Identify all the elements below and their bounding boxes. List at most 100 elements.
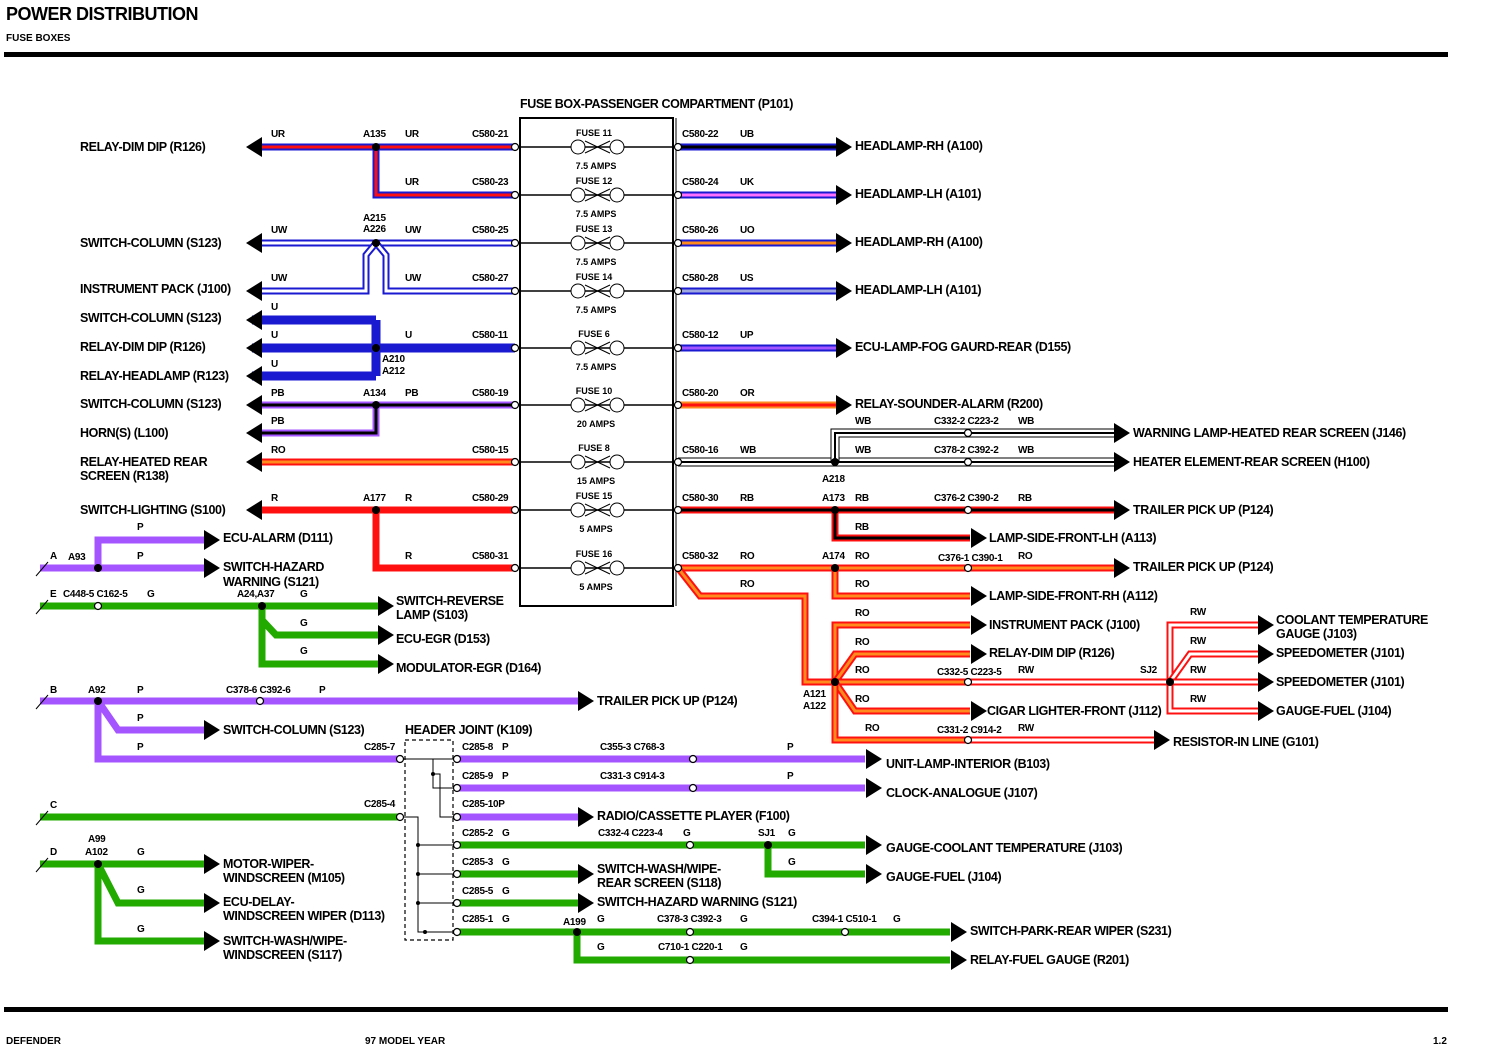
joint-dot-icon xyxy=(416,901,420,905)
component-label: WINDSCREEN (M105) xyxy=(223,871,345,885)
arrow-right-icon xyxy=(204,931,220,951)
component-label: INSTRUMENT PACK (J100) xyxy=(80,282,231,296)
arrow-right-icon xyxy=(836,233,852,253)
wire-g xyxy=(764,845,865,878)
wire-label: C580-21 xyxy=(472,129,509,140)
arrow-right-icon xyxy=(971,586,987,606)
wire-label: C580-23 xyxy=(472,177,509,188)
connector-icon xyxy=(673,400,683,410)
open-end-icon xyxy=(35,694,49,710)
component-label: HEADLAMP-RH (A100) xyxy=(855,235,983,249)
wire-label: A174 xyxy=(822,551,845,562)
arrow-right-icon xyxy=(1114,452,1130,472)
connector-icon xyxy=(510,563,520,573)
arrow-right-icon xyxy=(1258,644,1274,664)
wire-label: UW xyxy=(405,225,422,236)
wire-label: SJ1 xyxy=(758,828,776,839)
component-label: SWITCH-HAZARD xyxy=(223,560,324,574)
component-label: RELAY-DIM DIP (R126) xyxy=(80,340,206,354)
connector-icon xyxy=(395,812,405,822)
wire-label: C285-2 xyxy=(462,828,494,839)
wire-label: RO xyxy=(1018,551,1033,562)
arrow-left-icon xyxy=(246,366,262,386)
wire-label: RO xyxy=(855,637,870,648)
arrow-right-icon xyxy=(1258,615,1274,635)
wire-label: C285-4 xyxy=(364,799,396,810)
wire-label: RO xyxy=(855,551,870,562)
arrow-right-icon xyxy=(578,864,594,884)
arrow-right-icon xyxy=(1258,701,1274,721)
wire-label: UR xyxy=(405,129,420,140)
splice-dot-icon xyxy=(831,678,839,686)
splice-dot-icon xyxy=(94,697,102,705)
wire-label: C xyxy=(50,800,57,811)
joint-dot-icon xyxy=(416,843,420,847)
wire-label: G xyxy=(137,885,145,896)
splice-dot-icon xyxy=(831,458,839,466)
component-label: ECU-EGR (D153) xyxy=(396,632,490,646)
connector-icon xyxy=(840,927,850,937)
wire-label: RO xyxy=(740,551,755,562)
wire-label: A215 xyxy=(363,213,386,224)
splice-dot-icon xyxy=(372,401,380,409)
wire-label: G xyxy=(137,924,145,935)
wire-label: C580-31 xyxy=(472,551,509,562)
wire-label: G xyxy=(597,942,605,953)
component-label: GAUGE-FUEL (J104) xyxy=(886,870,1001,884)
wire-label: G xyxy=(300,589,308,600)
wire-pb xyxy=(252,405,380,437)
joint-dot-icon xyxy=(416,872,420,876)
connector-icon xyxy=(510,190,520,200)
arrow-left-icon xyxy=(246,281,262,301)
arrow-right-icon xyxy=(578,691,594,711)
connector-icon xyxy=(452,869,462,879)
wire-label: SJ2 xyxy=(1140,665,1158,676)
wire-label: C285-1 xyxy=(462,914,494,925)
splice-dot-icon xyxy=(372,239,380,247)
wire-ro xyxy=(831,568,970,600)
connector-icon xyxy=(510,238,520,248)
wire-label: R xyxy=(405,493,413,504)
arrow-right-icon xyxy=(378,596,394,616)
wire-label: RO xyxy=(855,665,870,676)
component-label: GAUGE-FUEL (J104) xyxy=(1276,704,1391,718)
wire-label: C378-6 C392-6 xyxy=(226,685,291,696)
component-label: WARNING (S121) xyxy=(223,575,319,589)
wire-label: C580-24 xyxy=(682,177,719,188)
component-label: LAMP-SIDE-FRONT-RH (A112) xyxy=(989,589,1158,603)
fuse-rating: 7.5 AMPS xyxy=(576,161,617,171)
component-label: SWITCH-WASH/WIPE- xyxy=(597,862,721,876)
splice-dot-icon xyxy=(831,506,839,514)
wire-label: A134 xyxy=(363,388,386,399)
component-label: SWITCH-HAZARD WARNING (S121) xyxy=(597,895,797,909)
wire-label: OR xyxy=(740,388,755,399)
wire-g xyxy=(258,606,380,639)
fuse-rating: 5 AMPS xyxy=(579,582,612,592)
fuse-name: FUSE 15 xyxy=(576,491,613,501)
component-label: WINDSCREEN (S117) xyxy=(223,948,342,962)
wire-label: C580-29 xyxy=(472,493,509,504)
component-label: SWITCH-COLUMN (S123) xyxy=(223,723,365,737)
arrow-right-icon xyxy=(971,528,987,548)
component-label: RELAY-HEADLAMP (R123) xyxy=(80,369,229,383)
wire-label: P xyxy=(319,685,326,696)
component-label: SWITCH-WASH/WIPE- xyxy=(223,934,347,948)
wire-wb xyxy=(830,428,1120,462)
wire-rw xyxy=(1166,621,1258,682)
component-label: RELAY-SOUNDER-ALARM (R200) xyxy=(855,397,1043,411)
arrow-right-icon xyxy=(204,530,220,550)
connector-icon xyxy=(688,754,698,764)
wire-label: G xyxy=(300,646,308,657)
wire-label: C580-22 xyxy=(682,129,719,140)
wire-label: UW xyxy=(405,273,422,284)
connector-icon xyxy=(452,783,462,793)
arrow-right-icon xyxy=(378,654,394,674)
wire-label: WB xyxy=(740,445,756,456)
arrow-right-icon xyxy=(951,950,967,970)
wire-r xyxy=(372,510,515,572)
fuse: FUSE 67.5 AMPS xyxy=(520,329,673,372)
connector-icon xyxy=(255,696,265,706)
open-end-icon xyxy=(35,810,49,826)
connector-icon xyxy=(673,142,683,152)
